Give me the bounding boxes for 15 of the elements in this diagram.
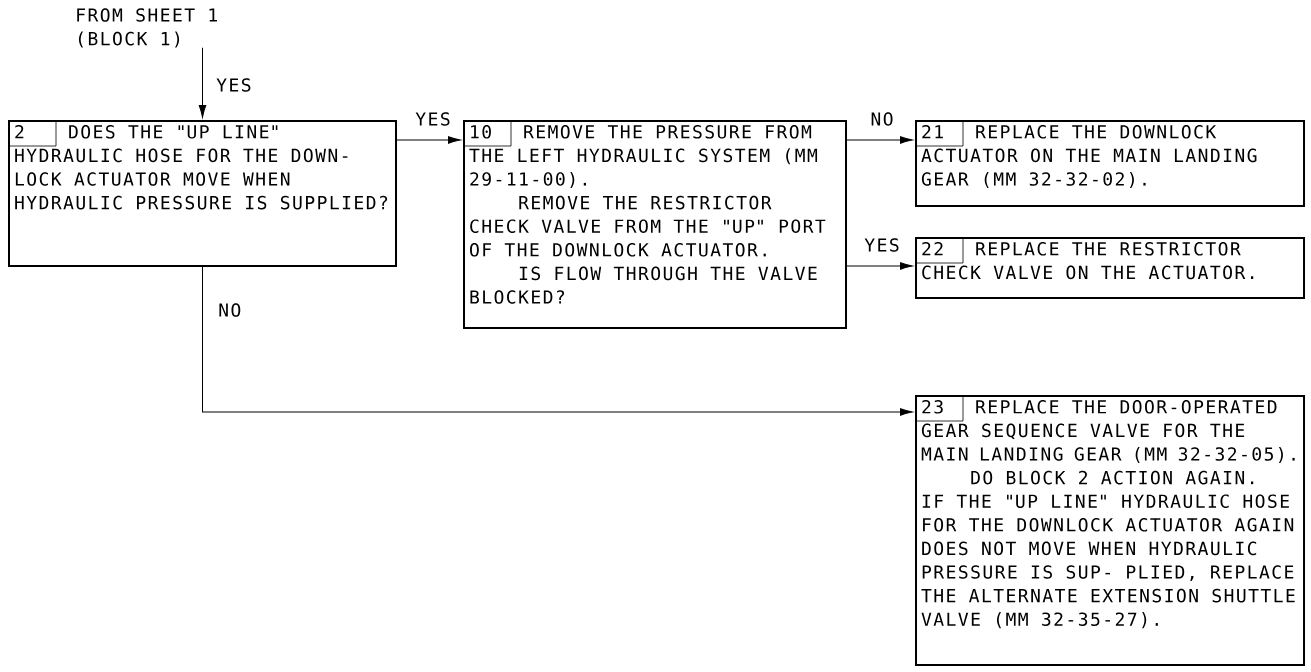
process-box: 2 DOES THE "UP LINE" HYDRAULIC HOSE FOR THE DOWN- LOCK ACTUATOR MOVE WHEN HYDRAULIC PRESSURE IS SUPPLIED? — [7, 119, 397, 267]
process-box: 22 REPLACE THE RESTRICTOR CHECK VALVE ON THE ACTUATOR. — [914, 236, 1305, 299]
arrow — [846, 262, 913, 270]
process-box: 23 REPLACE THE DOOR-OPERATED GEAR SEQUENCE VALVE FOR THE MAIN LANDING GEAR (MM 32-32-05). DO BLOCK 2 ACTION AGAIN. IF THE "UP LINE" HYDRAULIC HOSE FOR THE DOWNLOCK ACTUATOR AGAIN DOES NOT MOVE WHEN HYDRAULIC PRESSURE IS SUP- PLIED, REPLACE THE ALTERNATE EXTENSION SHUTTLE VALVE (MM 32-35-27). — [914, 394, 1305, 666]
edge-label: YES — [862, 236, 902, 254]
process-box: 21 REPLACE THE DOWNLOCK ACTUATOR ON THE MAIN LANDING GEAR (MM 32-32-02). — [914, 119, 1305, 207]
edge-label: YES — [214, 76, 254, 94]
edge-label: NO — [216, 301, 244, 319]
edge-label: NO — [868, 110, 896, 128]
arrow — [396, 136, 461, 144]
edge-label: YES — [413, 110, 453, 128]
process-box: 10 REMOVE THE PRESSURE FROM THE LEFT HYDRAULIC SYSTEM (MM 29-11-00). REMOVE THE RESTRICTOR CHECK VALVE FROM THE "UP" PORT OF THE DOWNLOCK ACTUATOR. IS FLOW THROUGH THE VALVE BLOCKED? — [462, 119, 847, 329]
arrow — [846, 136, 913, 144]
text: FROM SHEET 1 (BLOCK 1) — [77, 8, 217, 48]
arrow — [202, 266, 913, 416]
